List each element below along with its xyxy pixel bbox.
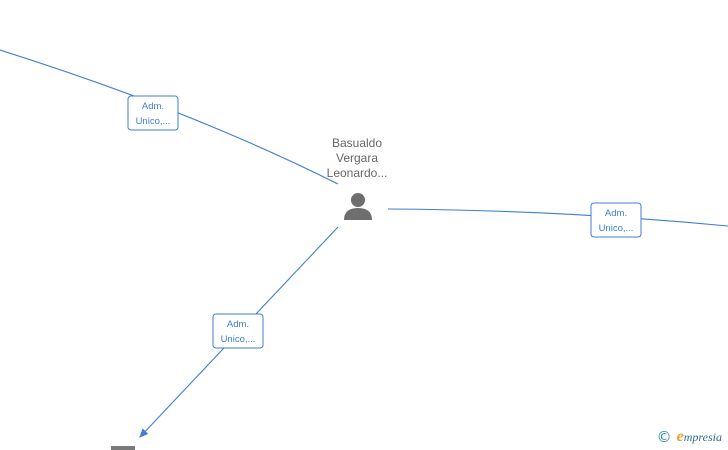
person-icon [344, 193, 372, 220]
edge-label-upper-left[interactable]: Adm. Unico,... [127, 95, 179, 131]
brand-rest: mpresia [683, 430, 722, 444]
edge-label-line: Adm. [142, 101, 164, 112]
node-name-line: Leonardo... [327, 166, 388, 180]
edge-upper-left [0, 49, 339, 185]
copyright-icon: © [656, 427, 672, 446]
edge-label-right[interactable]: Adm. Unico,... [590, 202, 642, 238]
edge-label-line: Unico,... [599, 223, 634, 234]
edge-label-line: Adm. [605, 208, 627, 219]
edge-label-line: Unico,... [221, 334, 256, 345]
brand-initial: e [676, 428, 684, 445]
edge-right [387, 208, 728, 227]
watermark: © empresia [657, 429, 722, 445]
brand-logo: empresia [677, 429, 722, 445]
node-name-line: Basualdo [332, 136, 382, 150]
edge-label-lower-left[interactable]: Adm. Unico,... [212, 313, 264, 349]
node-name-line: Vergara [336, 151, 378, 165]
edge-label-line: Adm. [227, 319, 249, 330]
edge-label-line: Unico,... [136, 116, 171, 127]
partial-node-icon [111, 446, 135, 450]
center-node[interactable]: Basualdo Vergara Leonardo... [327, 136, 388, 220]
